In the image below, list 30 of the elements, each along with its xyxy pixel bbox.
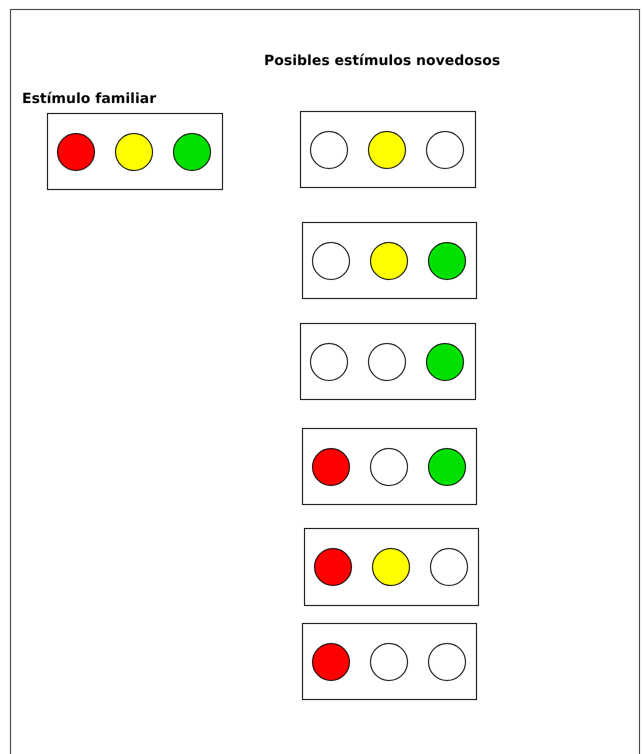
signal-panel — [47, 113, 223, 190]
light — [310, 131, 348, 169]
light — [428, 643, 466, 681]
light — [370, 242, 408, 280]
signal-panel — [302, 222, 477, 299]
light — [115, 133, 153, 171]
light — [372, 548, 410, 586]
light — [426, 131, 464, 169]
light — [428, 242, 466, 280]
light — [312, 643, 350, 681]
signal-panel — [300, 111, 476, 188]
light — [310, 343, 348, 381]
light — [428, 448, 466, 486]
column-heading: Posibles estímulos novedosos — [264, 53, 500, 69]
signal-panel — [300, 323, 476, 400]
light — [312, 242, 350, 280]
light — [370, 448, 408, 486]
light — [368, 343, 406, 381]
light — [370, 643, 408, 681]
signal-panel — [302, 623, 477, 700]
light — [312, 448, 350, 486]
light — [173, 133, 211, 171]
light — [314, 548, 352, 586]
light — [57, 133, 95, 171]
signal-panel — [302, 428, 477, 505]
light — [368, 131, 406, 169]
column-heading: Estímulo familiar — [22, 91, 156, 107]
light — [430, 548, 468, 586]
light — [426, 343, 464, 381]
signal-panel — [304, 528, 479, 606]
